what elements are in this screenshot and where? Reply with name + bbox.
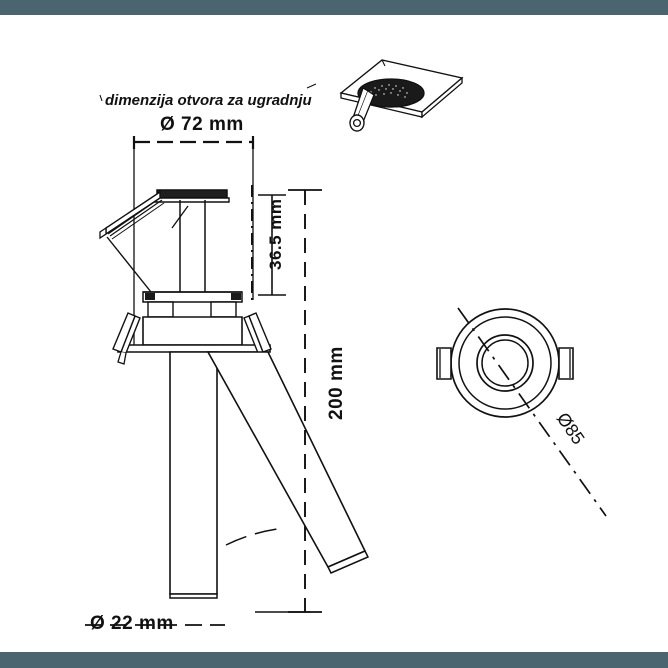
total-length-label: 200 mm [326,346,347,420]
front-circular-view [436,307,607,517]
side-tab-right [558,347,574,380]
swing-arc [225,527,286,546]
dimension-36-5 [251,185,286,300]
spring-clip-left [112,312,141,365]
trim-diameter-label: Ø85 [553,409,589,448]
diameter-centerline [457,307,607,517]
ceiling-cutout-isometric [306,59,464,132]
tube-diameter-label: Ø 22 mm [90,613,174,634]
tilt-strut [106,236,156,298]
cutout-hole-texture [370,84,408,98]
side-section-view [85,189,370,626]
trim-housing [142,316,243,346]
collar [142,291,243,303]
cutout-diameter-label: Ø 72 mm [160,114,244,135]
dimension-200 [288,189,322,613]
side-tab-left [436,347,452,380]
vertical-tube [169,351,218,595]
trim-flange [117,344,271,353]
lamp-inner-circle [481,339,529,387]
top-plate [156,189,228,199]
cutout-note-label: dimenzija otvora za ugradnju [105,92,312,109]
top-color-band [0,0,668,15]
recess-depth-label: 36.5 mm [266,198,285,270]
tilt-arm-upper [105,190,161,236]
bottom-color-band [0,652,668,668]
